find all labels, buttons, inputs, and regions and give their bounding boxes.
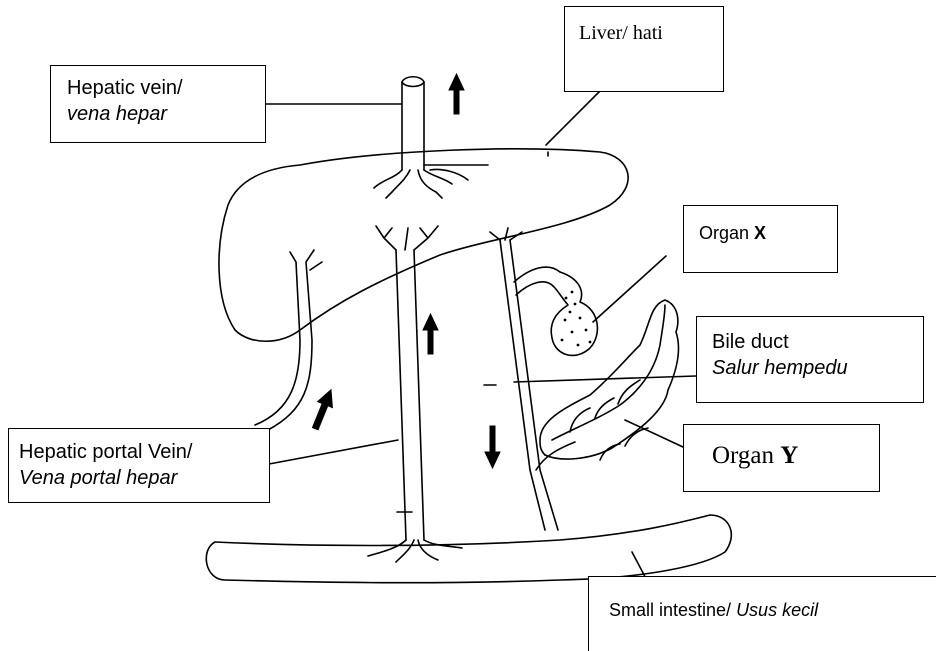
small-intestine: [206, 515, 731, 583]
portal-vein-label-ms: Vena portal hepar: [19, 465, 192, 491]
portal-vein-label-en: Hepatic portal Vein/: [19, 439, 192, 465]
bile-duct-label-en: Bile duct: [712, 329, 848, 355]
small-intestine-label-ms: Usus kecil: [736, 600, 818, 620]
bile-duct-label-ms: Salur hempedu: [712, 355, 848, 381]
leader-organ-x: [593, 256, 666, 322]
arrow-up-portal-vein: [423, 314, 438, 354]
organ-x-label-box: Organ X: [683, 205, 838, 273]
arrow-down-bile-duct: [485, 426, 500, 468]
hepatic-vein-label-en: Hepatic vein/: [67, 75, 183, 101]
organ-x-letter: X: [754, 223, 766, 243]
portal-vein-label-box: Hepatic portal Vein/ Vena portal hepar: [8, 428, 270, 503]
gall-bladder-dots: [561, 291, 592, 347]
hepatic-vein-label-ms: vena hepar: [67, 101, 183, 127]
organ-x-label: Organ X: [699, 220, 766, 246]
small-intestine-label: Small intestine/ Usus kecil: [609, 597, 818, 623]
leader-portal-vein: [269, 440, 398, 464]
hepatic-portal-vein: [368, 226, 462, 562]
arrow-diagonal-left-vein: [308, 387, 339, 432]
small-intestine-label-box: Small intestine/ Usus kecil: [588, 576, 936, 651]
bile-duct-label-box: Bile duct Salur hempedu: [696, 316, 924, 403]
liver-label-box: Liver/ hati: [564, 6, 724, 92]
organ-y-label-box: Organ Y: [683, 424, 880, 492]
liver-label: Liver/ hati: [579, 22, 663, 45]
organ-y-label: Organ Y: [712, 442, 798, 470]
hepatic-vein-label-box: Hepatic vein/ vena hepar: [50, 65, 266, 143]
organ-y-letter: Y: [780, 442, 798, 469]
left-vein: [255, 250, 322, 430]
arrow-up-hepatic-vein: [449, 74, 464, 114]
hepatic-vein: [374, 77, 488, 198]
liver-outline: [219, 149, 628, 341]
leader-liver: [546, 86, 605, 156]
